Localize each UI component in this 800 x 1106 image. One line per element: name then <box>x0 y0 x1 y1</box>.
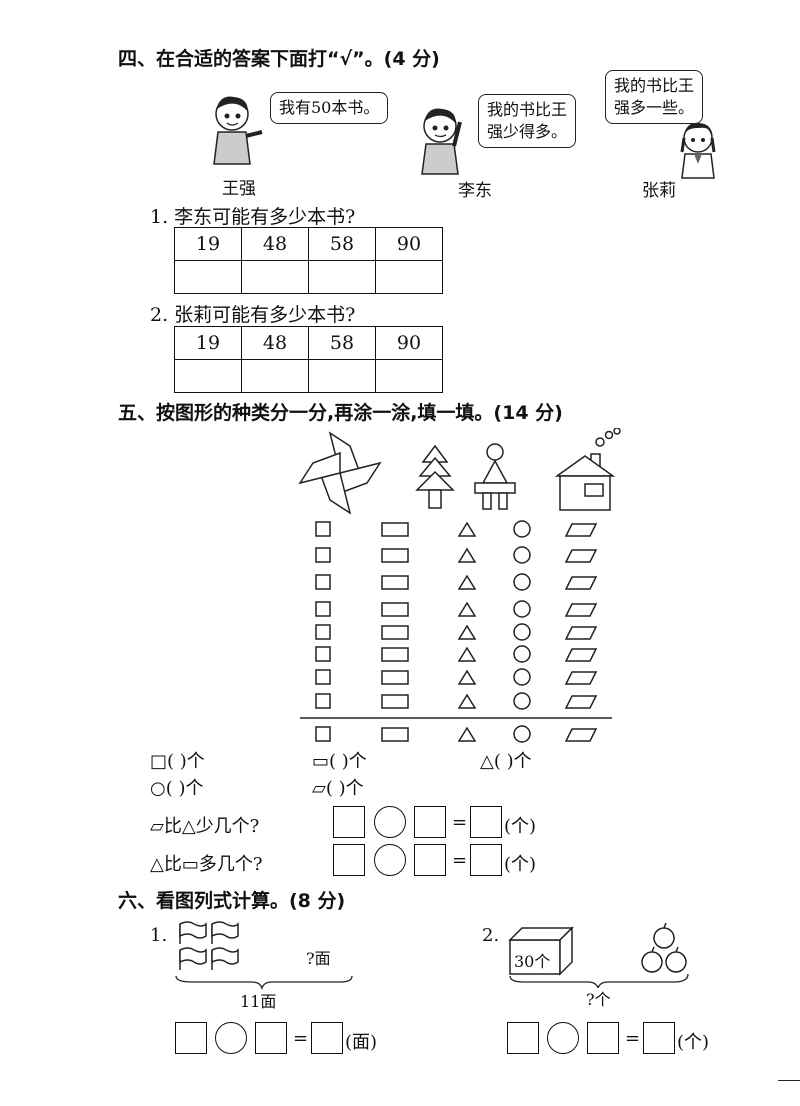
check-cell[interactable] <box>375 359 443 393</box>
answer-box[interactable] <box>333 806 365 838</box>
result-box[interactable] <box>311 1022 343 1054</box>
flags-figure <box>175 921 353 990</box>
answer-box[interactable] <box>414 806 446 838</box>
operator-circle[interactable] <box>215 1022 247 1054</box>
unknown-apples-label: ?个 <box>586 990 611 1009</box>
total-brace <box>509 973 689 988</box>
operator-circle[interactable] <box>374 806 406 838</box>
boy-wangqiang-illustration <box>213 96 263 165</box>
shape-count-columns <box>300 520 612 743</box>
problem-2-number: 2. <box>482 925 500 946</box>
speech-bubble-zhangli: 我的书比王 强多一些。 <box>605 70 704 124</box>
flag-icons <box>179 921 239 970</box>
answer-box[interactable] <box>333 844 365 876</box>
question-tri-vs-rect: △比▭多几个? <box>150 854 263 875</box>
answer-table-1: 19 48 58 90 <box>174 227 443 294</box>
option-cell: 58 <box>308 326 376 360</box>
result-box[interactable] <box>470 806 502 838</box>
page-edge-mark <box>778 1080 800 1081</box>
pinwheel-figure <box>298 431 382 515</box>
answer-box[interactable] <box>175 1022 207 1054</box>
answer-table-2: 19 48 58 90 <box>174 326 443 393</box>
unit-label: (面) <box>345 1032 378 1053</box>
equals-sign: = <box>293 1028 309 1049</box>
name-zhangli: 张莉 <box>642 181 676 201</box>
girl-zhangli-illustration <box>680 122 716 179</box>
count-parallelogram[interactable]: ▱( )个 <box>312 778 364 799</box>
question-para-vs-tri: ▱比△少几个? <box>150 816 260 837</box>
total-brace <box>175 975 353 990</box>
operator-circle[interactable] <box>374 844 406 876</box>
count-rectangle[interactable]: ▭( )个 <box>312 751 367 772</box>
unit-label: (个) <box>504 854 537 875</box>
option-cell: 48 <box>241 326 309 360</box>
count-square[interactable]: □( )个 <box>150 751 205 772</box>
result-box[interactable] <box>470 844 502 876</box>
answer-box[interactable] <box>507 1022 539 1054</box>
equals-sign: = <box>452 812 468 833</box>
count-circle[interactable]: ○( )个 <box>150 778 204 799</box>
question-1: 1. 李东可能有多少本书? <box>150 206 356 228</box>
unit-label: (个) <box>504 816 537 837</box>
speech-bubble-wangqiang: 我有50本书。 <box>270 92 389 124</box>
unknown-flags-label: ?面 <box>306 949 331 968</box>
box-apples-figure <box>508 922 689 988</box>
unit-label: (个) <box>677 1032 710 1053</box>
section-4-title: 四、在合适的答案下面打“√”。(4 分) <box>118 48 440 70</box>
result-box[interactable] <box>643 1022 675 1054</box>
name-wangqiang: 王强 <box>222 179 256 199</box>
house-figure <box>554 428 621 511</box>
check-cell[interactable] <box>241 260 309 294</box>
option-cell: 48 <box>241 227 309 261</box>
option-cell: 19 <box>174 326 242 360</box>
total-flags-label: 11面 <box>240 992 277 1011</box>
check-cell[interactable] <box>241 359 309 393</box>
section-5-title: 五、按图形的种类分一分,再涂一涂,填一填。(14 分) <box>118 402 563 424</box>
count-triangle[interactable]: △( )个 <box>480 751 532 772</box>
question-2: 2. 张莉可能有多少本书? <box>150 304 356 326</box>
name-lidong: 李东 <box>458 181 492 201</box>
tree-figure <box>415 444 455 509</box>
operator-circle[interactable] <box>547 1022 579 1054</box>
answer-box[interactable] <box>255 1022 287 1054</box>
option-cell: 58 <box>308 227 376 261</box>
check-cell[interactable] <box>174 260 242 294</box>
check-cell[interactable] <box>174 359 242 393</box>
answer-box[interactable] <box>587 1022 619 1054</box>
shape-pictures <box>298 428 621 515</box>
equals-sign: = <box>625 1028 641 1049</box>
check-cell[interactable] <box>375 260 443 294</box>
problem-1-number: 1. <box>150 925 168 946</box>
option-cell: 90 <box>375 227 443 261</box>
speech-bubble-lidong: 我的书比王 强少得多。 <box>478 94 577 148</box>
equals-sign: = <box>452 850 468 871</box>
box-count-label: 30个 <box>514 952 551 971</box>
box-icon <box>508 926 574 976</box>
robot-figure <box>474 443 516 510</box>
option-cell: 90 <box>375 326 443 360</box>
boy-lidong-illustration <box>421 108 462 175</box>
answer-box[interactable] <box>414 844 446 876</box>
check-cell[interactable] <box>308 260 376 294</box>
section-6-title: 六、看图列式计算。(8 分) <box>118 890 346 912</box>
apples-icon <box>641 922 687 973</box>
check-cell[interactable] <box>308 359 376 393</box>
option-cell: 19 <box>174 227 242 261</box>
